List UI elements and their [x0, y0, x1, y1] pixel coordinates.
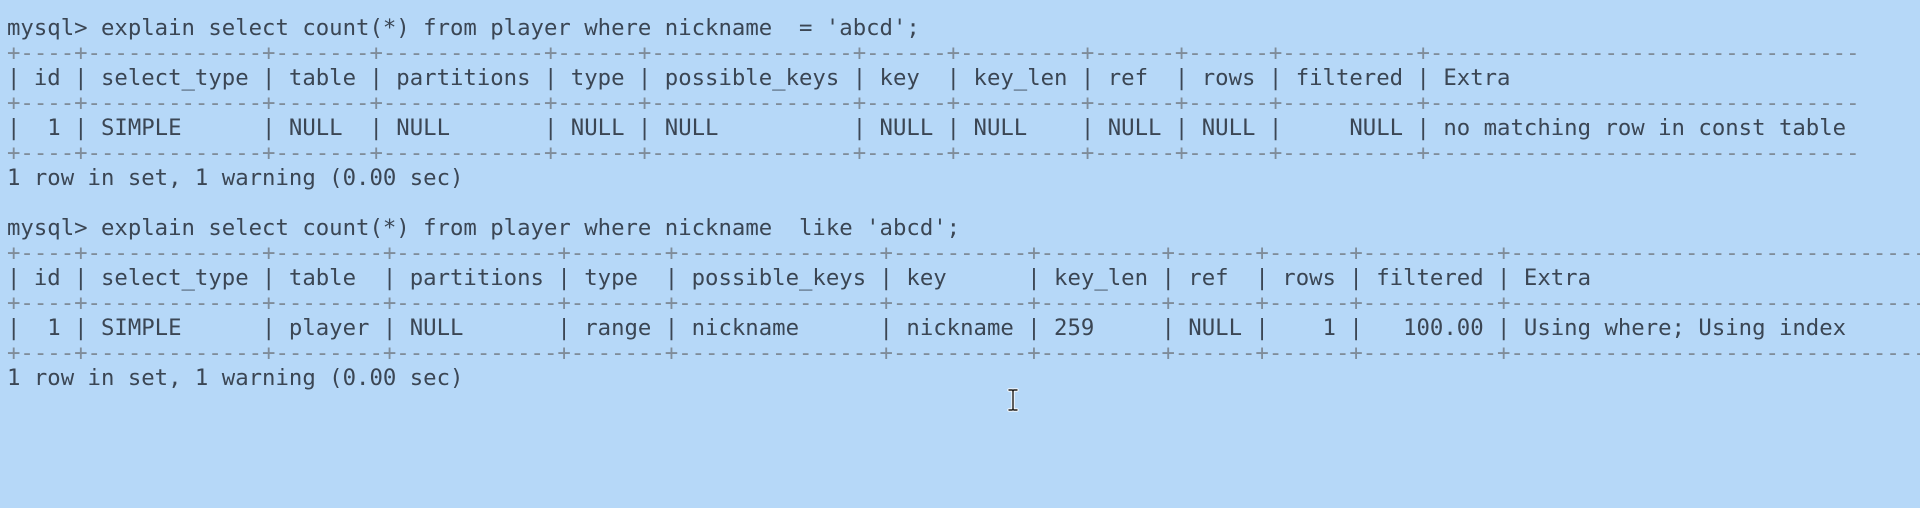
- command-line: mysql> explain select count(*) from play…: [7, 13, 920, 43]
- result-summary: 1 row in set, 1 warning (0.00 sec): [7, 365, 464, 391]
- table-header-row: | id | select_type | table | partitions …: [7, 265, 1592, 291]
- sql-command: explain select count(*) from player wher…: [100, 15, 920, 41]
- table-border-bottom: +----+-------------+-------+------------…: [7, 140, 1860, 166]
- table-row: | 1 | SIMPLE | player | NULL | range | n…: [7, 315, 1847, 341]
- table-border-mid: +----+-------------+--------+-----------…: [7, 290, 1920, 316]
- prompt: mysql>: [7, 15, 101, 41]
- sql-command: explain select count(*) from player wher…: [100, 215, 961, 241]
- table-header-row: | id | select_type | table | partitions …: [7, 65, 1511, 91]
- table-row: | 1 | SIMPLE | NULL | NULL | NULL | NULL…: [7, 115, 1847, 141]
- table-border-bottom: +----+-------------+--------+-----------…: [7, 340, 1920, 366]
- prompt: mysql>: [7, 215, 101, 241]
- text-cursor-icon: [1007, 388, 1019, 412]
- table-border-top: +----+-------------+-------+------------…: [7, 40, 1860, 66]
- result-summary: 1 row in set, 1 warning (0.00 sec): [7, 165, 464, 191]
- table-border-top: +----+-------------+--------+-----------…: [7, 240, 1920, 266]
- table-border-mid: +----+-------------+-------+------------…: [7, 90, 1860, 116]
- command-line: mysql> explain select count(*) from play…: [7, 213, 960, 243]
